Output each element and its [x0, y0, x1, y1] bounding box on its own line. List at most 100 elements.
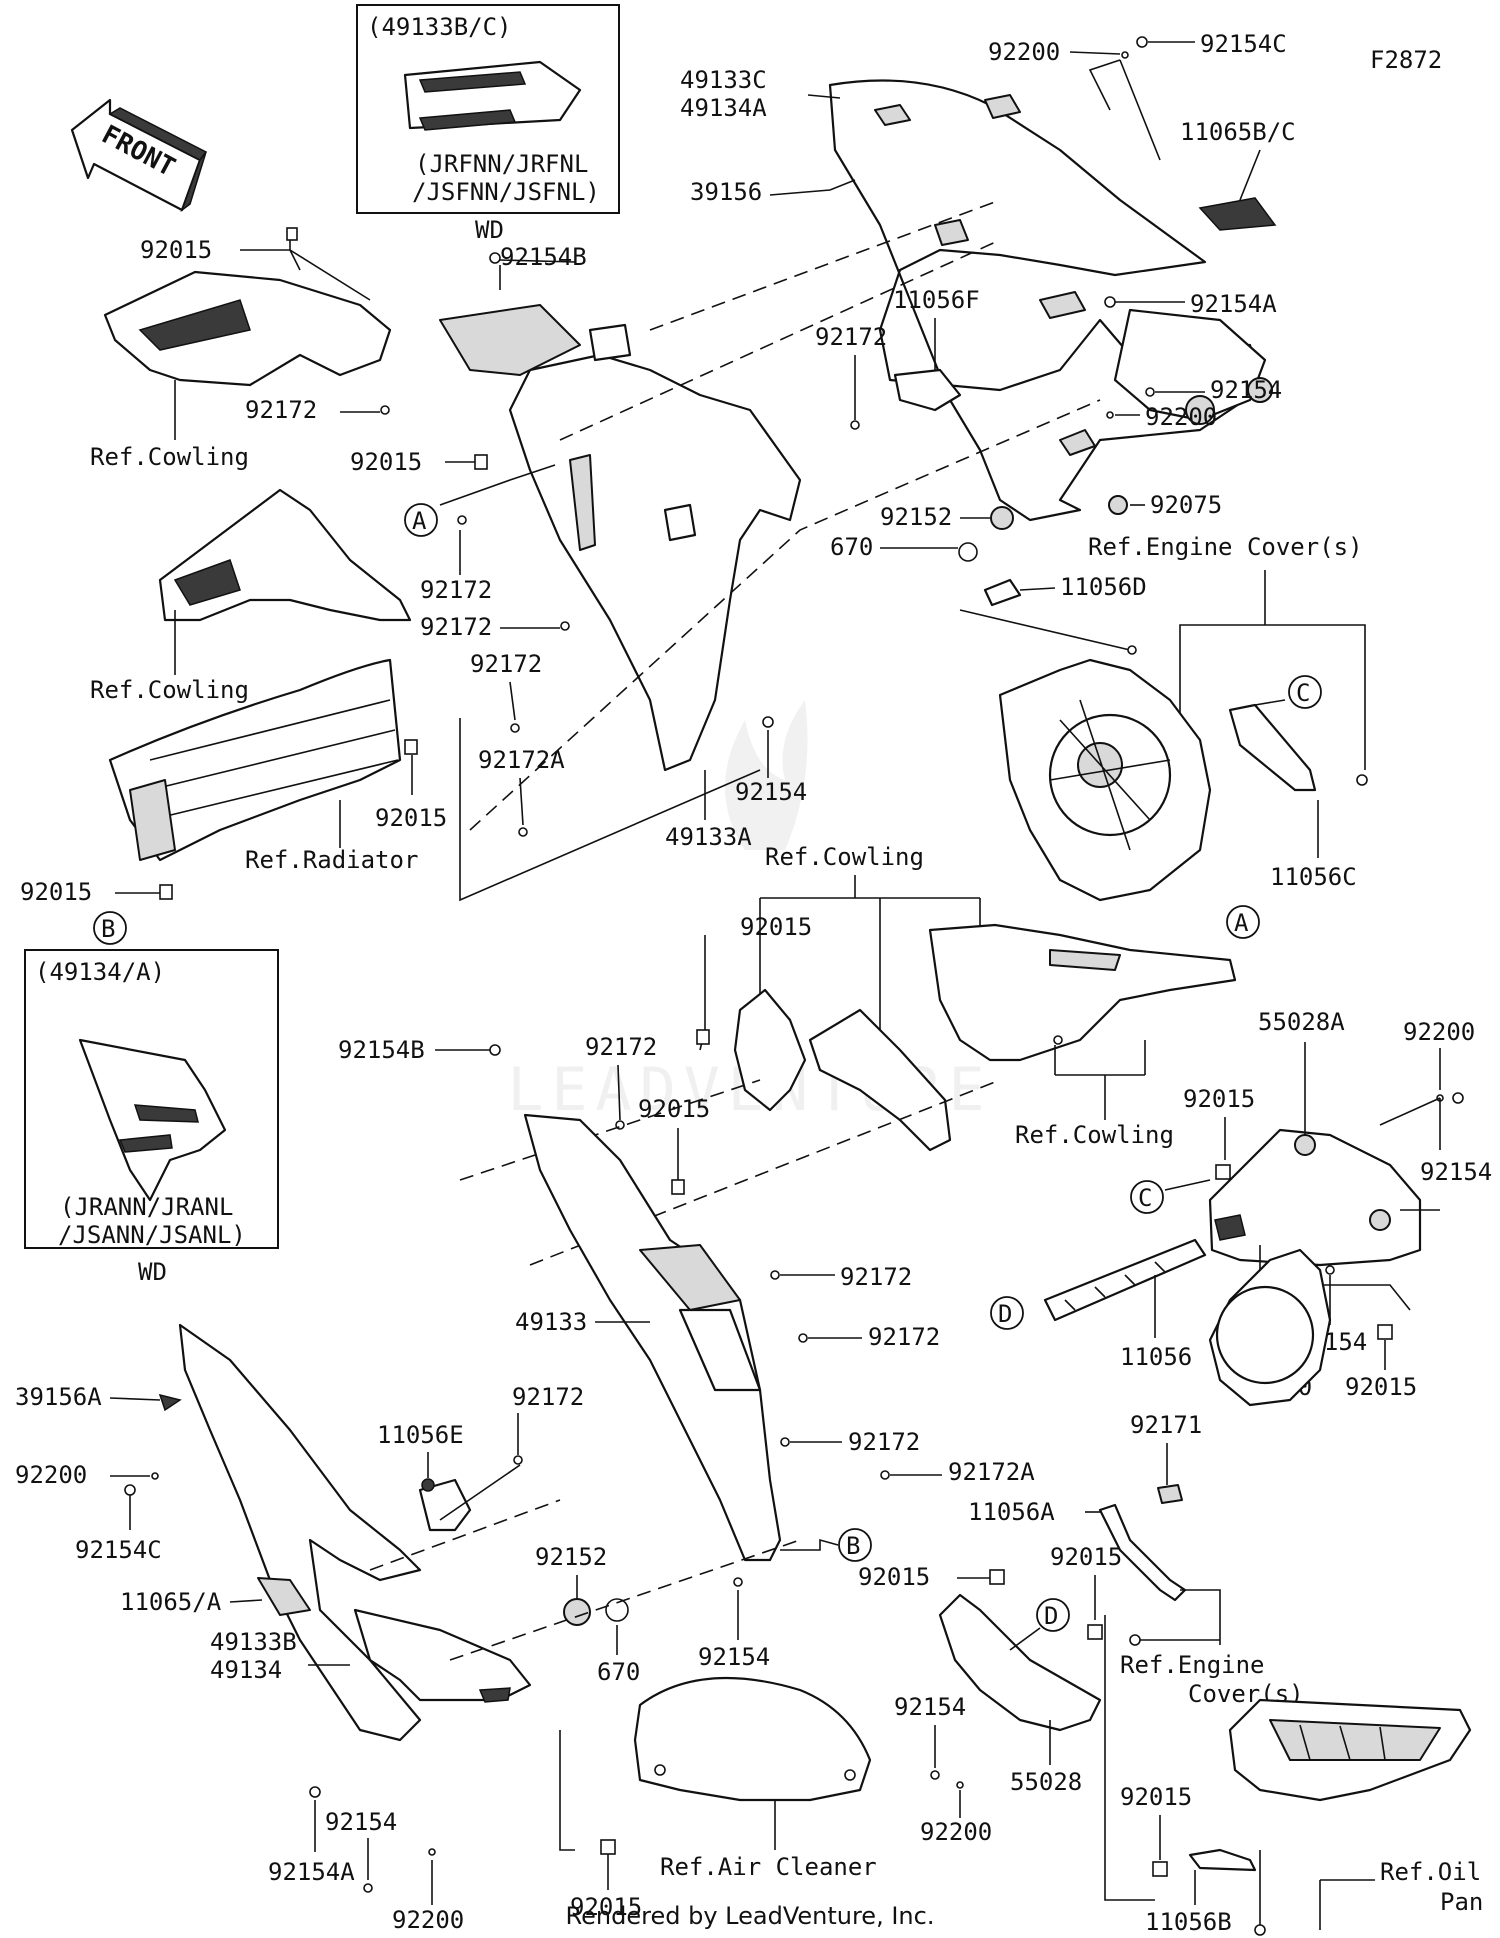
callout-D-lower-text: D [1044, 1602, 1058, 1630]
label-92075: 92075 [1150, 491, 1222, 519]
bracket-11056B[interactable] [1188, 1848, 1257, 1872]
ref-cowling-part-2[interactable] [158, 488, 412, 622]
ref-engine-cover-1[interactable] [998, 658, 1212, 902]
label-11056E: 11056E [377, 1421, 464, 1449]
ref-cowling-part-3[interactable] [733, 988, 807, 1112]
label-92200-a: 92200 [1145, 403, 1217, 431]
label-92015-a: 92015 [140, 236, 212, 264]
footer-credit: Rendered by LeadVenture, Inc. [565, 1902, 935, 1930]
inset-top-model: (49133B/C) [367, 13, 512, 41]
label-92171: 92171 [1130, 1411, 1202, 1439]
ref-oil-pan[interactable] [1228, 1698, 1472, 1802]
cover-55028A[interactable] [1208, 1128, 1422, 1267]
clip-11065A[interactable] [257, 1577, 311, 1616]
label-92015-i: 92015 [858, 1563, 930, 1591]
label-39156A: 39156A [15, 1383, 102, 1411]
label-11065BC: 11065B/C [1180, 118, 1296, 146]
label-92200-top: 92200 [988, 38, 1060, 66]
inset-left-model: (49134/A) [35, 958, 165, 986]
callout-B-lower: B [838, 1528, 872, 1562]
callout-A-upper: A [404, 503, 438, 537]
label-92154-g: 92154 [325, 1808, 397, 1836]
ref-radiator-part[interactable] [108, 658, 402, 862]
label-ref-cowling-4: Ref.Cowling [1015, 1121, 1174, 1149]
label-92200-d: 92200 [15, 1461, 87, 1489]
label-92154-b: 92154 [735, 778, 807, 806]
callout-D-lower: D [1036, 1598, 1070, 1632]
label-92172-c: 92172 [420, 576, 492, 604]
label-92200-f: 92200 [920, 1818, 992, 1846]
callout-C-lower-text: C [1138, 1184, 1152, 1212]
figure-code: F2872 [1370, 46, 1442, 74]
ref-cowling-part-1[interactable] [103, 270, 392, 387]
bracket-11056[interactable] [1043, 1238, 1207, 1322]
bracket-11056F[interactable] [893, 368, 962, 412]
callout-D-upper: D [990, 1296, 1024, 1330]
callout-D-upper-text: D [998, 1300, 1012, 1328]
label-11056A: 11056A [968, 1498, 1055, 1526]
label-92172-e: 92172 [470, 650, 542, 678]
ref-cowling-part-5[interactable] [928, 923, 1237, 1062]
label-92154-c: 92154 [1420, 1158, 1492, 1186]
label-ref-engine-cover-1: Ref.Engine Cover(s) [1088, 533, 1363, 561]
label-92154-e: 92154 [698, 1643, 770, 1671]
inset-top-codes-1: (JRFNN/JRFNL [415, 150, 588, 178]
label-92172-f: 92172 [585, 1033, 657, 1061]
callout-B-lower-text: B [846, 1532, 860, 1560]
label-92154C-b: 92154C [75, 1536, 162, 1564]
ref-air-cleaner-part[interactable] [633, 1676, 872, 1802]
callout-C-upper: C [1288, 675, 1322, 709]
callout-A-lower: A [1226, 905, 1260, 939]
label-92154-f: 92154 [894, 1693, 966, 1721]
label-92154A-b: 92154A [268, 1858, 355, 1886]
inset-top-tag: WD [475, 216, 504, 244]
label-92015-h: 92015 [1345, 1373, 1417, 1401]
side-cowl-49133B[interactable] [178, 1323, 532, 1742]
inner-panel-49133A[interactable] [439, 304, 802, 772]
label-55028: 55028 [1010, 1768, 1082, 1796]
label-92154B-a: 92154B [500, 243, 587, 271]
bracket-11056D[interactable] [983, 578, 1022, 607]
label-92172-j: 92172 [848, 1428, 920, 1456]
label-92200-e: 92200 [392, 1906, 464, 1934]
label-ref-cowling-2: Ref.Cowling [90, 676, 249, 704]
callout-C-lower: C [1130, 1180, 1164, 1214]
label-ref-engine-cover-2a: Ref.Engine [1120, 1651, 1265, 1679]
inner-panel-49133[interactable] [523, 1113, 782, 1562]
ref-cowling-part-4[interactable] [808, 1008, 952, 1152]
label-ref-cowling-3: Ref.Cowling [765, 843, 924, 871]
ref-engine-cover-2[interactable] [1208, 1248, 1332, 1407]
cover-55028[interactable] [938, 1593, 1102, 1732]
label-92015-c: 92015 [375, 804, 447, 832]
inset-left-codes-1: (JRANN/JRANL [60, 1193, 233, 1221]
label-49134A: 49134A [680, 94, 767, 122]
label-670-a: 670 [830, 533, 873, 561]
label-92154C-top: 92154C [1200, 30, 1287, 58]
label-ref-air-cleaner: Ref.Air Cleaner [660, 1853, 877, 1881]
label-92015-b: 92015 [350, 448, 422, 476]
label-39156: 39156 [690, 178, 762, 206]
label-49133B: 49133B [210, 1628, 297, 1656]
label-11056F: 11056F [893, 286, 980, 314]
label-11056C: 11056C [1270, 863, 1357, 891]
label-92152-a: 92152 [880, 503, 952, 531]
inset-top: (49133B/C) (JRFNN/JRFNL /JSFNN/JSFNL) WD [356, 4, 620, 244]
label-92154B-b: 92154B [338, 1036, 425, 1064]
bracket-11056C[interactable] [1228, 703, 1317, 792]
callout-B-upper: B [93, 911, 127, 945]
label-ref-oil-b: Pan [1440, 1888, 1483, 1916]
callout-A-lower-text: A [1234, 909, 1249, 937]
label-92015-g: 92015 [1183, 1085, 1255, 1113]
label-11056: 11056 [1120, 1343, 1192, 1371]
inset-left-codes-2: /JSANN/JSANL) [58, 1221, 246, 1249]
label-92015-j: 92015 [1050, 1543, 1122, 1571]
label-92015-k: 92015 [1120, 1783, 1192, 1811]
label-92200-b: 92200 [1403, 1018, 1475, 1046]
label-92015-e: 92015 [740, 913, 812, 941]
inset-left: (49134/A) (JRANN/JRANL /JSANN/JSANL) WD [24, 949, 279, 1286]
label-ref-cowling-1: Ref.Cowling [90, 443, 249, 471]
label-49133: 49133 [515, 1308, 587, 1336]
inset-top-codes-2: /JSFNN/JSFNL) [412, 178, 600, 206]
bracket-11056E[interactable] [418, 1478, 472, 1532]
